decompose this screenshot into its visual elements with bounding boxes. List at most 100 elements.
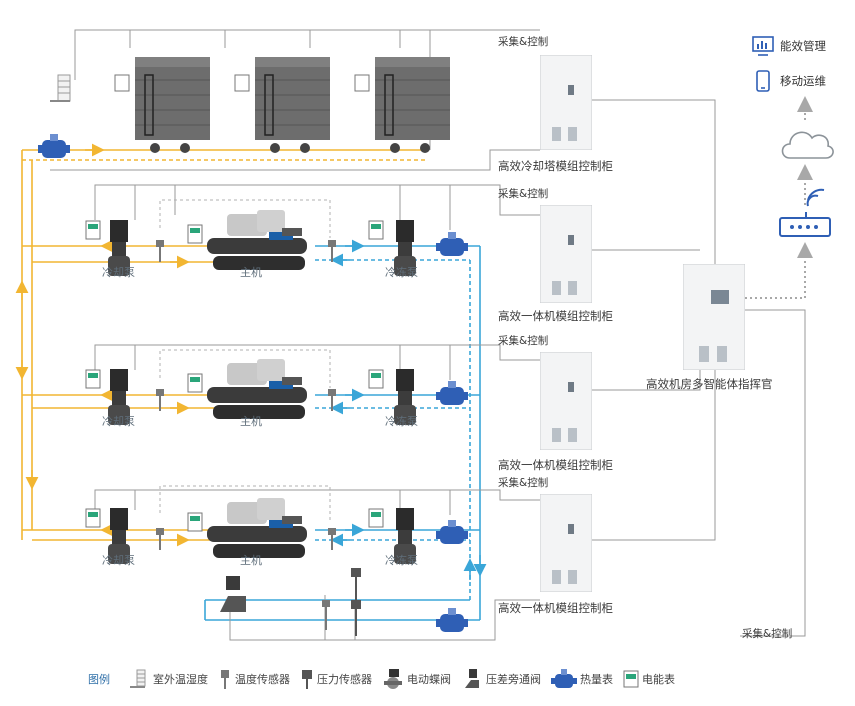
- cabinet-integrated-2: [540, 352, 592, 450]
- temperature-sensor-h-1: [328, 240, 336, 262]
- cabinet-integrated-3: [540, 494, 592, 592]
- legend: 图例 室外温湿度 温度传感器 压力传感器 电动蝶阀 压差旁通阀 热量表 电能表: [88, 664, 685, 694]
- cabinet-label-integrated-3: 高效一体机模组控制柜: [498, 601, 613, 615]
- heat-meter-2: [436, 381, 468, 405]
- legend-label: 热量表: [580, 673, 613, 686]
- legend-label: 压力传感器: [317, 673, 372, 686]
- cooling-tower-3: [375, 57, 450, 153]
- mobile-ops-label: 移动运维: [780, 74, 826, 88]
- chiller-2: [207, 359, 307, 419]
- cabinet-label-cooling-tower: 高效冷却塔模组控制柜: [498, 159, 613, 173]
- chiller-label: 主机: [240, 266, 262, 279]
- collect-control-label-4: 采集&控制: [498, 477, 549, 489]
- legend-item-temp-sensor: 温度传感器: [218, 668, 290, 690]
- power-meter-icon: [623, 670, 639, 688]
- power-meter-chilled-pump-1: [368, 220, 384, 240]
- collect-control-label-2: 采集&控制: [498, 188, 549, 200]
- cooling-pump-label: 冷却泵: [102, 415, 135, 428]
- energy-mgmt-label: 能效管理: [780, 39, 826, 53]
- cabinet-cooling-tower: [540, 55, 592, 150]
- legend-label: 压差旁通阀: [486, 673, 541, 686]
- temperature-sensor-bottom: [322, 600, 330, 630]
- meter-tower-2: [234, 74, 250, 92]
- legend-label: 室外温湿度: [153, 673, 208, 686]
- collect-control-label-5: 采集&控制: [742, 628, 793, 640]
- chiller-row-2: 冷却泵 主机 冷冻泵: [0, 345, 500, 435]
- pressure-sensor-icon: [302, 670, 312, 689]
- chilled-pump-label: 冷冻泵: [385, 266, 418, 279]
- legend-item-pressure-sensor: 压力传感器: [300, 668, 372, 690]
- chiller-label: 主机: [240, 554, 262, 567]
- outdoor-th-icon: [130, 669, 146, 688]
- legend-label: 电能表: [642, 673, 675, 686]
- temperature-sensor-c-1: [156, 240, 164, 262]
- cloud-icon: [781, 131, 834, 159]
- legend-item-outdoor-th: 室外温湿度: [128, 668, 208, 690]
- legend-label: 温度传感器: [235, 673, 290, 686]
- cooling-pump-3: [108, 508, 130, 564]
- cooling-tower-2: [255, 57, 330, 153]
- phone-icon: [756, 70, 770, 92]
- cooling-pump-2: [108, 369, 130, 425]
- cooling-pump-1: [108, 220, 130, 276]
- signal-lines: [50, 29, 806, 641]
- heat-meter-icon: [551, 669, 577, 688]
- power-meter-chiller-1: [187, 224, 203, 244]
- mobile-ops: 移动运维: [752, 70, 826, 92]
- chilled-water-arrows: [330, 239, 487, 580]
- cooling-pump-label: 冷却泵: [102, 266, 135, 279]
- power-meter-chilled-pump-2: [368, 369, 384, 389]
- meter-tower-3: [354, 74, 370, 92]
- heat-meter-1: [436, 232, 468, 256]
- pressure-sensor-bottom-1: [351, 568, 361, 604]
- outdoor-th-sensor: [50, 74, 71, 102]
- temperature-sensor-icon: [221, 670, 229, 689]
- chiller-3: [207, 498, 307, 558]
- power-meter-chilled-pump-3: [368, 508, 384, 528]
- legend-item-heat-meter: 热量表: [551, 668, 613, 690]
- legend-label: 电动蝶阀: [407, 673, 451, 686]
- dashboard-icon: [752, 36, 774, 56]
- legend-item-butterfly-valve: 电动蝶阀: [382, 668, 451, 690]
- router-icon: [779, 188, 831, 237]
- cabinet-label-integrated-2: 高效一体机模组控制柜: [498, 458, 613, 472]
- chiller-row-1: 冷却泵 主机 冷冻泵: [0, 196, 500, 286]
- cooling-towers: [50, 57, 450, 153]
- heat-meter-tower: [38, 134, 70, 158]
- chiller-row-3: 冷却泵主机冷冻泵: [0, 484, 500, 574]
- cabinet-integrated-1: [540, 205, 592, 303]
- cabinet-command-center: [683, 264, 745, 370]
- legend-item-bypass-valve: 压差旁通阀: [461, 668, 541, 690]
- cabinet-label-command-center: 高效机房多智能体指挥官: [646, 377, 773, 391]
- chilled-pump-2: [394, 369, 416, 425]
- collect-control-label-1: 采集&控制: [498, 36, 549, 48]
- pressure-sensor-bottom-2: [351, 600, 361, 636]
- cabinet-label-integrated-1: 高效一体机模组控制柜: [498, 309, 613, 323]
- temperature-sensor-h-3: [328, 528, 336, 550]
- cooling-tower-1: [135, 57, 210, 153]
- chilled-pump-label: 冷冻泵: [385, 554, 418, 567]
- power-meter-chiller-3: [187, 512, 203, 532]
- power-meter-cooling-pump-3: [85, 508, 101, 528]
- chiller-1: [207, 210, 307, 270]
- power-meter-chiller-2: [187, 373, 203, 393]
- heat-meter-3: [436, 520, 468, 544]
- bypass-valve-icon: [465, 669, 479, 688]
- butterfly-valve-icon: [384, 669, 402, 689]
- heat-meter-bottom: [436, 608, 468, 632]
- meter-tower-1: [114, 74, 130, 92]
- chiller-signal-frames: [159, 199, 331, 523]
- collect-control-label-3: 采集&控制: [498, 335, 549, 347]
- temperature-sensor-c-3: [156, 528, 164, 550]
- power-meter-cooling-pump-2: [85, 369, 101, 389]
- legend-title: 图例: [88, 673, 110, 686]
- legend-item-power-meter: 电能表: [623, 668, 675, 690]
- energy-mgmt: 能效管理: [752, 36, 826, 56]
- chilled-pump-label: 冷冻泵: [385, 415, 418, 428]
- power-meter-cooling-pump-1: [85, 220, 101, 240]
- chilled-pump-3: [394, 508, 416, 564]
- temperature-sensor-h-2: [328, 389, 336, 411]
- chiller-label: 主机: [240, 415, 262, 428]
